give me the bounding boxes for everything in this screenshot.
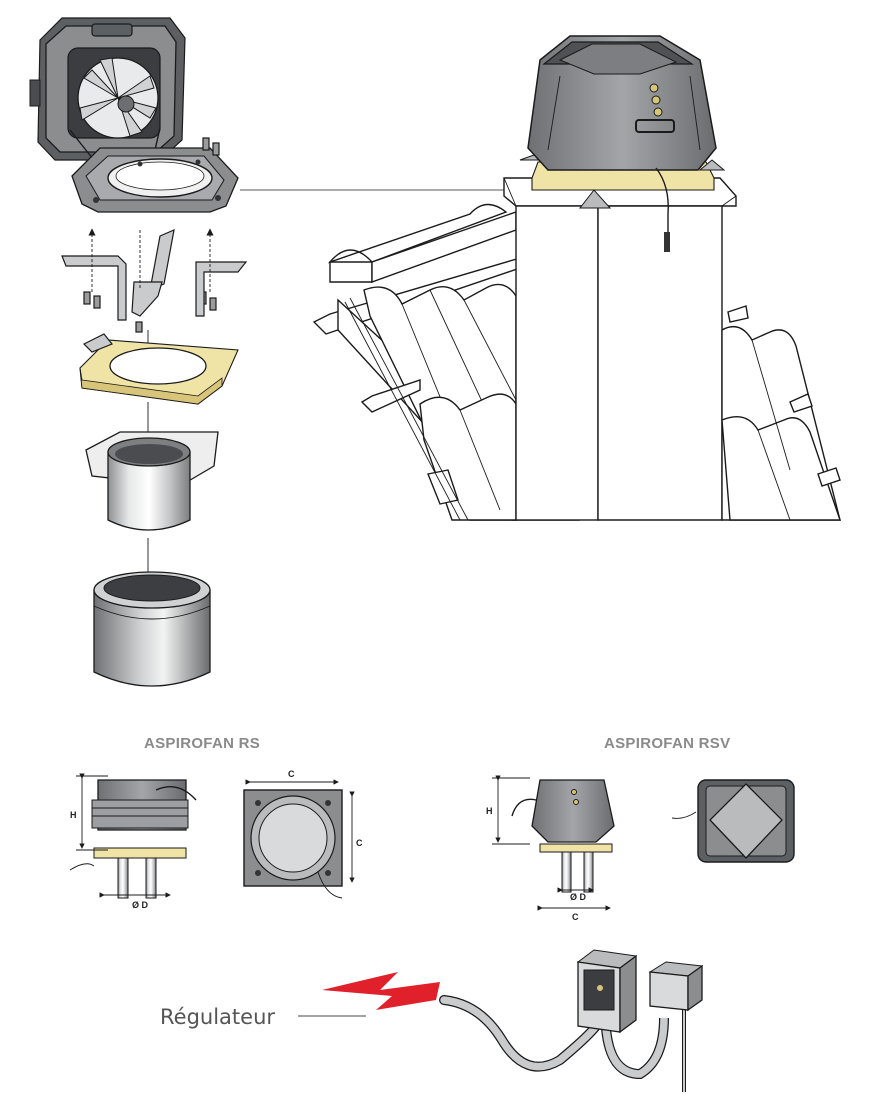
rs-top-view: C C — [243, 769, 363, 899]
mounting-brackets — [61, 229, 248, 321]
regulator-label: Régulateur — [160, 1005, 275, 1029]
rs-dim-h: H — [70, 810, 77, 820]
roof-scene — [312, 35, 841, 521]
rsv-dim-h: H — [486, 806, 493, 816]
fan-housing — [29, 17, 186, 179]
flanged-sleeve — [85, 431, 219, 531]
rsv-side-view: H Ø D C — [486, 775, 615, 922]
roof-tiles-left — [312, 203, 580, 521]
rs-side-view: H Ø D — [69, 773, 197, 910]
speed-controller-box — [576, 949, 638, 1034]
chimney-stack — [503, 177, 737, 521]
junction-box — [648, 961, 704, 1012]
rsv-dim-d: Ø D — [570, 892, 587, 902]
rs-dim-c-side: C — [356, 838, 363, 848]
rsv-dim-c: C — [572, 912, 579, 922]
regulator-section: Régulateur — [160, 949, 704, 1092]
rs-dim-d: Ø D — [132, 900, 149, 910]
rsv-top-view — [671, 779, 795, 863]
insulation-plate — [79, 333, 239, 405]
chimney-duct — [93, 571, 211, 687]
rs-dim-c-top: C — [288, 769, 295, 779]
roof-tiles-right — [721, 305, 841, 521]
exploded-view — [29, 17, 248, 687]
rs-title: ASPIROFAN RS — [144, 735, 260, 752]
lightning-bolt-icon — [322, 972, 440, 1010]
roof-fan-unit — [519, 35, 726, 252]
rsv-title: ASPIROFAN RSV — [604, 735, 730, 752]
fan-base — [71, 147, 239, 213]
fan-impeller — [79, 57, 157, 137]
